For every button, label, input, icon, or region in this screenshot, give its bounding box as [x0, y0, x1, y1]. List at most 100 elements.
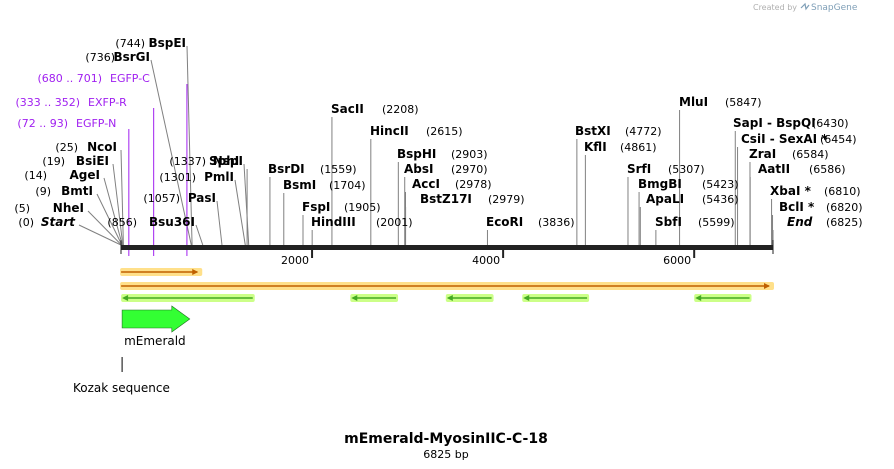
site-bsphi[interactable]: BspHI(2903) — [397, 147, 488, 161]
site-bsrgi[interactable]: BsrGI(736) — [85, 50, 150, 64]
site-pos-sacii: (2208) — [382, 103, 419, 116]
site-line-bmti — [96, 193, 123, 246]
site-name-agei: AgeI — [70, 168, 100, 182]
site-name-bsrgi: BsrGI — [113, 50, 150, 64]
site-pos-start: (0) — [18, 216, 34, 229]
backbone — [120, 240, 774, 254]
site-srfi[interactable]: SrfI(5307) — [627, 162, 705, 176]
site-pos-kfli: (4861) — [620, 141, 657, 154]
primer-egfp-n[interactable]: (72 .. 93)EGFP-N — [17, 117, 116, 130]
primer-labels: (72 .. 93)EGFP-N (333 .. 352)EXFP-R (680 .… — [15, 72, 150, 130]
site-bstxi[interactable]: BstXI(4772) — [575, 124, 662, 138]
site-pos-csii-sexai: (6454) — [820, 133, 857, 146]
site-pos-fspi: (1905) — [344, 201, 381, 214]
site-pos-hincii: (2615) — [426, 125, 463, 138]
site-pos-nhei: (5) — [14, 202, 30, 215]
credit: Created by SnapGene — [753, 2, 858, 13]
site-name-aatii: AatII — [758, 162, 790, 176]
site-bmti[interactable]: BmtI(9) — [35, 184, 93, 198]
site-kfli[interactable]: KflI(4861) — [584, 140, 657, 154]
map-title: mEmerald-MyosinIIC-C-18 — [344, 431, 548, 447]
site-name-sapi-bspqi: SapI - BspQI — [733, 116, 816, 130]
site-bstz17i[interactable]: BstZ17I(2979) — [420, 192, 525, 206]
site-ncoi[interactable]: NcoI(25) — [55, 140, 117, 154]
site-acci[interactable]: AccI(2978) — [412, 177, 492, 191]
axis-tick-label-2000: 2000 — [281, 254, 309, 267]
credit-prefix: Created by — [753, 3, 797, 12]
site-name-apali: ApaLI — [646, 192, 684, 206]
site-name-sphi: SphI — [209, 154, 239, 168]
site-line-pasi — [216, 200, 223, 246]
site-pos-bmti: (9) — [35, 185, 51, 198]
site-line-nhei — [87, 210, 122, 246]
site-name-end: End — [787, 215, 813, 229]
site-name-bsrdi: BsrDI — [268, 162, 305, 176]
site-bsmi[interactable]: BsmI(1704) — [283, 178, 366, 192]
site-pos-bsmi: (1704) — [329, 179, 366, 192]
site-line-pmli — [234, 179, 246, 246]
site-xbai[interactable]: XbaI *(6810) — [770, 184, 861, 198]
backbone-bar — [121, 245, 773, 250]
site-sacii[interactable]: SacII (2208) — [331, 102, 419, 116]
site-sphi[interactable]: SphI — [209, 154, 239, 168]
site-pos-ecori: (3836) — [538, 216, 575, 229]
site-nspi[interactable]: NspI(1337) — [169, 154, 243, 168]
site-line-nspi — [243, 163, 250, 246]
site-agei[interactable]: AgeI (14) — [24, 168, 100, 182]
site-name-ecori: EcoRI — [486, 215, 523, 229]
site-bsu36i[interactable]: Bsu36I(856) — [107, 215, 195, 229]
site-sbfi[interactable]: SbfI(5599) — [655, 215, 735, 229]
site-pos-sbfi: (5599) — [698, 216, 735, 229]
site-line-bspei — [186, 45, 193, 246]
primer-exfp-r[interactable]: (333 .. 352)EXFP-R — [15, 96, 127, 109]
site-hindiii[interactable]: HindIII(2001) — [311, 215, 413, 229]
primer-egfp-c[interactable]: (680 .. 701)EGFP-C — [37, 72, 150, 85]
site-pos-pasi: (1057) — [143, 192, 180, 205]
feature-kozak-sequence[interactable]: Kozak sequence — [73, 357, 170, 395]
site-csii-sexai[interactable]: CsiI - SexAI *(6454) — [741, 132, 857, 146]
site-sapi-bspqi[interactable]: SapI - BspQI(6430) — [733, 116, 849, 130]
site-bsiei[interactable]: BsiEI(19) — [42, 154, 109, 168]
site-name-start: Start — [41, 215, 76, 229]
site-pasi[interactable]: PasI (1057) — [143, 191, 216, 205]
site-zrai[interactable]: ZraI(6584) — [749, 147, 829, 161]
site-hincii[interactable]: HincII(2615) — [370, 124, 463, 138]
axis-tick-label-6000: 6000 — [663, 254, 691, 267]
site-pos-sapi-bspqi: (6430) — [812, 117, 849, 130]
site-start[interactable]: Start (0) — [18, 215, 76, 229]
site-pos-bmgbi: (5423) — [702, 178, 739, 191]
site-nhei[interactable]: NheI(5) — [14, 201, 84, 215]
site-name-bspei: BspEI — [148, 36, 186, 50]
site-name-srfi: SrfI — [627, 162, 651, 176]
site-end[interactable]: End (6825) — [787, 215, 863, 229]
site-bmgbi[interactable]: BmgBI(5423) — [638, 177, 739, 191]
primer-range-exfp-r: (333 .. 352) — [15, 96, 80, 109]
site-pos-zrai: (6584) — [792, 148, 829, 161]
site-mlui[interactable]: MluI(5847) — [679, 95, 762, 109]
site-pos-end: (6825) — [826, 216, 863, 229]
site-name-sacii: SacII — [331, 102, 364, 116]
feature-memerald[interactable]: mEmerald — [121, 305, 191, 348]
site-ecori[interactable]: EcoRI (3836) — [486, 215, 575, 229]
site-bsrdi[interactable]: BsrDI(1559) — [268, 162, 357, 176]
site-absi[interactable]: AbsI(2970) — [404, 162, 488, 176]
rev-orf-arrowhead-4 — [695, 295, 702, 301]
site-name-xbai: XbaI * — [770, 184, 812, 198]
site-fspi[interactable]: FspI(1905) — [302, 200, 381, 214]
site-bspei[interactable]: BspEI(744) — [115, 36, 186, 50]
site-line-ncoi — [120, 149, 124, 246]
site-name-bstxi: BstXI — [575, 124, 611, 138]
site-name-pasi: PasI — [188, 191, 216, 205]
site-pmli[interactable]: PmlI(1301) — [159, 170, 234, 184]
site-lines — [78, 45, 774, 246]
rev-orf-arrowhead-0 — [122, 295, 129, 301]
site-aatii[interactable]: AatII(6586) — [758, 162, 846, 176]
site-bcli[interactable]: BclI *(6820) — [779, 200, 863, 214]
site-pos-agei: (14) — [24, 169, 47, 182]
site-pos-nspi: (1337) — [169, 155, 206, 168]
site-pos-bsrgi: (736) — [85, 51, 115, 64]
site-line-bsiei — [112, 163, 124, 246]
site-apali[interactable]: ApaLI(5436) — [646, 192, 739, 206]
